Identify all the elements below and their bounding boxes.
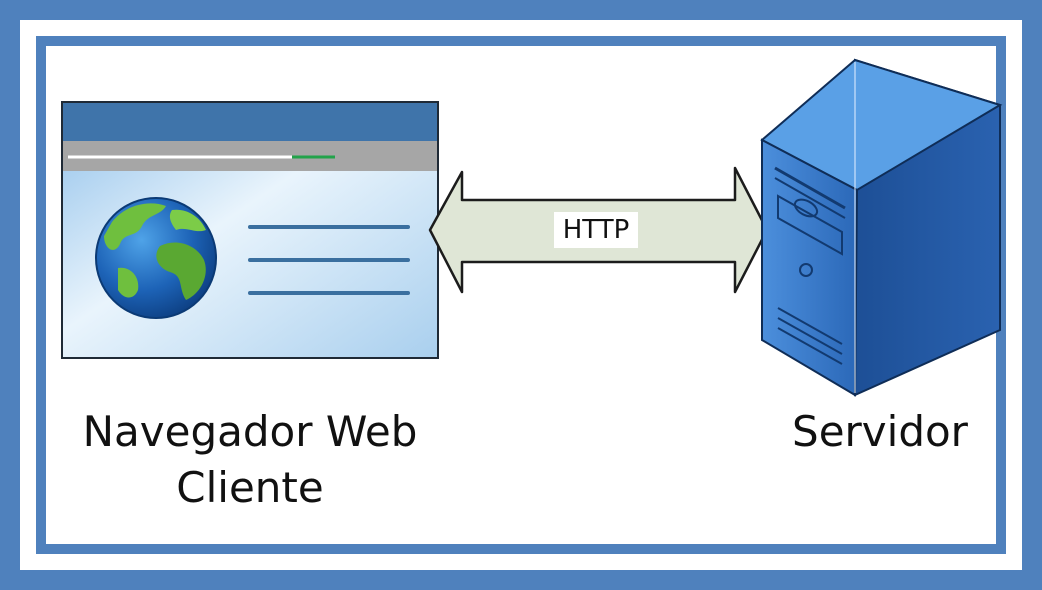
client-label-line1: Navegador Web — [82, 407, 418, 456]
server-tower-icon — [760, 58, 1003, 397]
globe-icon — [95, 197, 217, 319]
client-label: Navegador Web Cliente — [70, 404, 430, 516]
connection-label: HTTP — [554, 212, 638, 248]
client-label-line2: Cliente — [176, 463, 324, 512]
server-label: Servidor — [792, 407, 968, 456]
